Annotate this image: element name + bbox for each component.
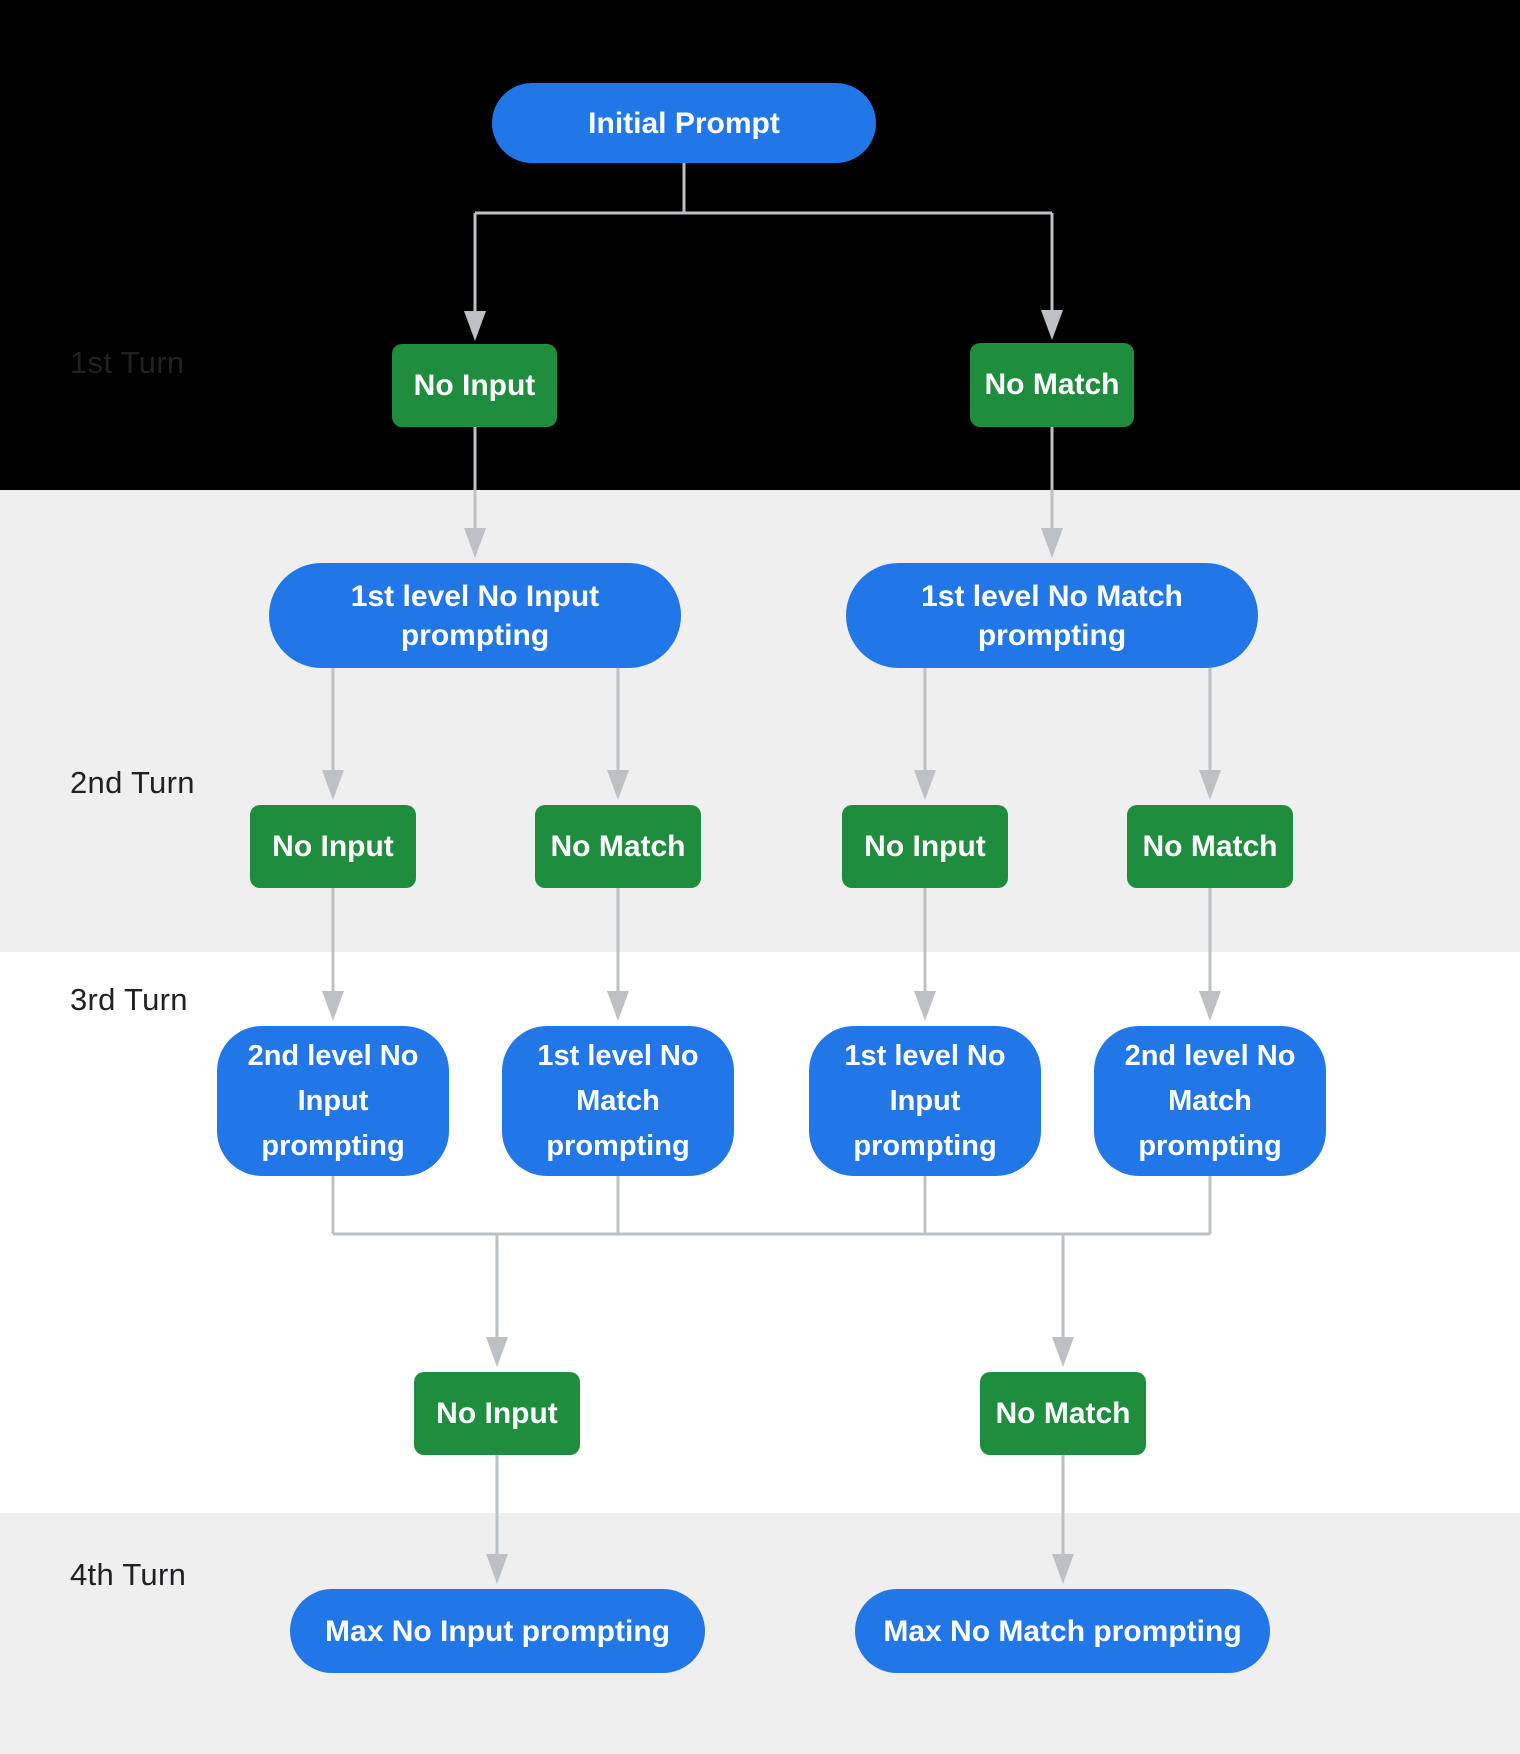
node-initial-prompt: Initial Prompt: [492, 83, 876, 163]
node-t2-event-no-input-2: No Input: [842, 805, 1008, 888]
node-label: No Match: [550, 829, 686, 863]
node-t3-2nd-level-no-match: 2nd level No Match prompting: [1094, 1026, 1326, 1176]
node-label: No Match: [995, 1396, 1131, 1430]
node-t2-no-input-prompting: 1st level No Input prompting: [269, 563, 681, 668]
node-t3-1st-level-no-input: 1st level No Input prompting: [809, 1026, 1041, 1176]
node-label: No Input: [436, 1396, 558, 1430]
node-label: Initial Prompt: [588, 106, 780, 140]
node-label: Max No Input prompting: [325, 1614, 670, 1648]
arrowheads: [322, 310, 1221, 1584]
node-label: No Input: [413, 368, 536, 402]
node-label: 1st level No Match prompting: [921, 579, 1183, 652]
node-label: 1st level No Input prompting: [844, 1039, 1006, 1162]
node-label: No Input: [864, 829, 986, 863]
band-turn-1: [0, 0, 1520, 490]
node-label: 2nd level No Match prompting: [1124, 1039, 1296, 1162]
node-label: 2nd level No Input prompting: [247, 1039, 419, 1162]
node-label: 1st level No Input prompting: [350, 579, 600, 652]
node-t2-no-match-prompting: 1st level No Match prompting: [846, 563, 1258, 668]
turn-label-3: 3rd Turn: [70, 982, 188, 1017]
node-t2-event-no-match-2: No Match: [1127, 805, 1293, 888]
node-t1-no-match: No Match: [970, 343, 1134, 427]
turn-label-4: 4th Turn: [70, 1557, 187, 1592]
node-label: No Input: [272, 829, 394, 863]
node-t4-max-no-match-prompting: Max No Match prompting: [855, 1589, 1270, 1673]
turn-label-1: 1st Turn: [70, 345, 185, 380]
node-t3-event-no-input: No Input: [414, 1372, 580, 1455]
node-t4-max-no-input-prompting: Max No Input prompting: [290, 1589, 705, 1673]
node-t3-2nd-level-no-input: 2nd level No Input prompting: [217, 1026, 449, 1176]
node-t1-no-input: No Input: [392, 344, 557, 427]
node-t2-event-no-match-1: No Match: [535, 805, 701, 888]
node-label: Max No Match prompting: [883, 1614, 1242, 1648]
turn-label-2: 2nd Turn: [70, 765, 195, 800]
node-label: No Match: [984, 368, 1120, 401]
node-label: 1st level No Match prompting: [537, 1039, 699, 1162]
node-t3-1st-level-no-match: 1st level No Match prompting: [502, 1026, 734, 1176]
node-t3-event-no-match: No Match: [980, 1372, 1146, 1455]
node-label: No Match: [1142, 829, 1278, 863]
node-t2-event-no-input-1: No Input: [250, 805, 416, 888]
